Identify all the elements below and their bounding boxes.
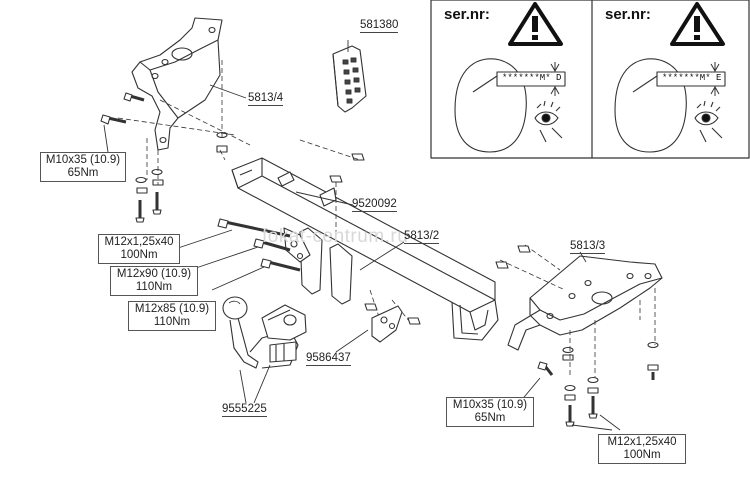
right-bracket xyxy=(529,255,663,336)
part-label-towball: 9555225 xyxy=(222,403,267,417)
socket-plate xyxy=(371,305,403,343)
watermark: fokat-centrum.ru xyxy=(262,226,409,247)
part-label-electrical-kit: 581380 xyxy=(360,19,399,33)
serial-code-2: *******M* E xyxy=(662,73,722,83)
bolt-spec-m12-90: M12x90 (10.9) 110Nm xyxy=(110,266,198,296)
serial-panel-frame xyxy=(430,0,750,159)
bolt-spec-m10-right: M10x35 (10.9) 65Nm xyxy=(446,397,534,427)
bolt-torque: 65Nm xyxy=(67,167,99,179)
eye-icon xyxy=(694,100,723,143)
bolt-size: M12x1,25x40 xyxy=(607,436,677,448)
bolt-size: M12x90 (10.9) xyxy=(116,268,192,280)
bolt-size: M12x85 (10.9) xyxy=(134,303,210,315)
part-label-crossbar: 5813/2 xyxy=(404,230,440,244)
left-bracket xyxy=(131,17,223,151)
towball xyxy=(222,296,307,369)
bolt-spec-m12-85: M12x85 (10.9) 110Nm xyxy=(128,301,216,331)
bolt-torque: 65Nm xyxy=(474,412,506,424)
part-label-right-bracket: 5813/3 xyxy=(570,240,606,254)
bolt-spec-m12-125-right: M12x1,25x40 100Nm xyxy=(598,434,686,464)
part-label-socket-plate: 9586437 xyxy=(306,352,351,366)
bolt-spec-m10-left: M10x35 (10.9) 65Nm xyxy=(40,152,126,182)
serial-code-1: *******M* D xyxy=(502,73,562,83)
part-label-left-bracket: 5813/4 xyxy=(248,92,284,106)
bolt-torque: 100Nm xyxy=(623,449,661,461)
eye-icon xyxy=(534,100,563,143)
bolt-torque: 100Nm xyxy=(120,249,158,261)
bolt-size: M10x35 (10.9) xyxy=(45,154,121,166)
serial-title-2: ser.nr: xyxy=(605,6,651,23)
bolt-spec-m12-125-left: M12x1,25x40 100Nm xyxy=(98,234,180,264)
bolt-torque: 110Nm xyxy=(153,316,191,328)
bolt-size: M12x1,25x40 xyxy=(104,236,174,248)
electrical-kit xyxy=(332,45,367,113)
bolt-torque: 110Nm xyxy=(135,281,173,293)
serial-title-1: ser.nr: xyxy=(444,6,490,23)
part-label-beam: 9520092 xyxy=(352,198,397,212)
bolt-size: M10x35 (10.9) xyxy=(452,399,528,411)
